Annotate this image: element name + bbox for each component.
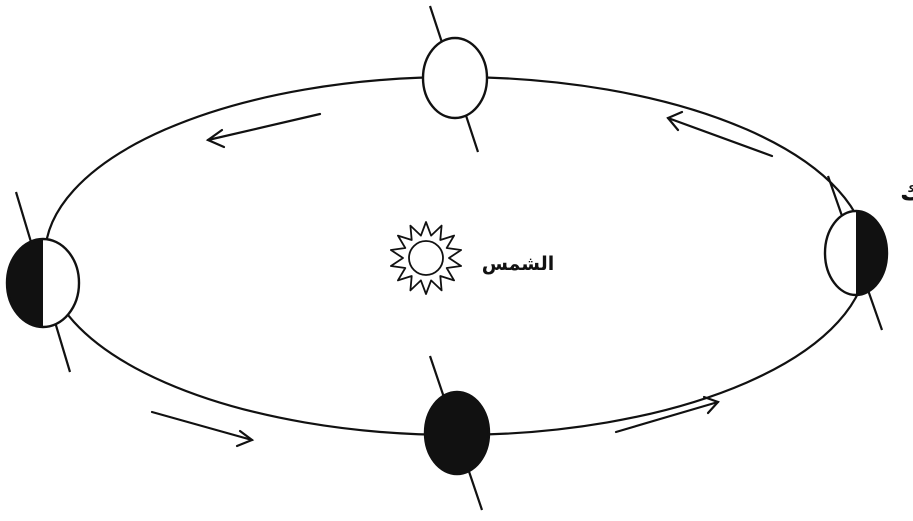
orbit-arrow-bottom-right	[616, 397, 718, 432]
orbit-arrow-bottom-left	[152, 412, 252, 446]
sun-icon	[391, 222, 461, 294]
orbit-arrow-top-left	[208, 114, 320, 147]
earth-icon-bottom	[425, 356, 489, 510]
earth-icon-top	[423, 6, 487, 152]
edge-label: ك	[900, 177, 913, 207]
sun-label: الشمس	[482, 253, 555, 275]
earth-icon-right	[825, 176, 887, 330]
earth-icon-left	[7, 192, 79, 372]
orbit-ellipse	[45, 77, 867, 435]
